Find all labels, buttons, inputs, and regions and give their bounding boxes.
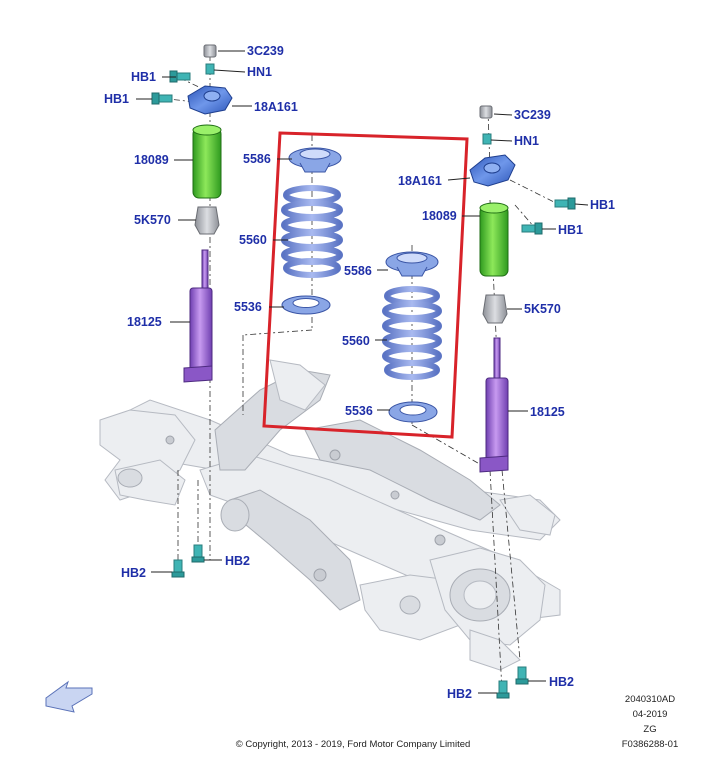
leader-lines [136, 50, 589, 694]
left-top-mount [187, 85, 233, 115]
right-strut-assembly [469, 105, 576, 473]
label-18089-right: 18089 [422, 209, 457, 223]
right-bolt-hb1-lower [521, 222, 543, 235]
highlight-box [262, 131, 469, 439]
reference-code: 2040310AD [625, 694, 675, 705]
rear-subframe [99, 359, 561, 671]
bolt-hb2-right-a [496, 680, 510, 699]
label-3c239-left: 3C239 [247, 44, 284, 58]
bolt-hb2-right-b [515, 666, 529, 685]
label-5586-a: 5586 [243, 152, 271, 166]
label-hb1-left-upper: HB1 [131, 70, 156, 84]
right-jounce-bumper [482, 294, 508, 324]
label-hb1-right-lower: HB1 [558, 223, 583, 237]
label-5536-b: 5536 [345, 404, 373, 418]
left-shock-absorber [183, 249, 213, 383]
label-hb2-right-b: HB2 [549, 675, 574, 689]
label-5560-b: 5560 [342, 334, 370, 348]
spring-lower-seat-a [281, 295, 331, 315]
label-hb2-right-a: HB2 [447, 687, 472, 701]
label-hn1-left: HN1 [247, 65, 272, 79]
label-18a161-right: 18A161 [398, 174, 442, 188]
left-bolt-hb1-lower [151, 92, 173, 105]
callout-labels: 3C239 HN1 HB1 HB1 18A161 18089 5K570 181… [104, 44, 615, 701]
label-5k570-right: 5K570 [524, 302, 561, 316]
left-washer-hn1 [205, 63, 215, 75]
reference-date: 04-2019 [633, 709, 668, 720]
right-bolt-hb1-upper [554, 197, 576, 210]
right-washer-hn1 [482, 133, 492, 145]
left-strut-assembly [151, 44, 233, 383]
spring-set-a [281, 147, 343, 315]
reference-figure: F0386288-01 [622, 739, 679, 750]
label-hb2-left-a: HB2 [121, 566, 146, 580]
label-hn1-right: HN1 [514, 134, 539, 148]
right-shock-absorber [479, 337, 509, 473]
label-5k570-left: 5K570 [134, 213, 171, 227]
label-3c239-right: 3C239 [514, 108, 551, 122]
left-jounce-bumper [194, 206, 220, 235]
reference-region: ZG [643, 724, 656, 735]
front-direction-arrow-icon [45, 680, 93, 713]
right-bump-stop-boot [479, 202, 509, 277]
copyright-notice: © Copyright, 2013 - 2019, Ford Motor Com… [236, 739, 471, 750]
spring-upper-seat-a [288, 147, 342, 173]
spring-set-b [382, 251, 442, 423]
left-top-nut [203, 44, 217, 58]
right-top-nut [479, 105, 493, 119]
label-hb2-left-b: HB2 [225, 554, 250, 568]
bolt-hb2-left-b [191, 544, 205, 563]
label-hb1-left-lower: HB1 [104, 92, 129, 106]
coil-spring-a [281, 185, 343, 278]
right-top-mount [469, 154, 516, 187]
spring-lower-seat-b [388, 401, 438, 423]
spring-upper-seat-b [385, 251, 439, 277]
label-18a161-left: 18A161 [254, 100, 298, 114]
label-18089-left: 18089 [134, 153, 169, 167]
bolt-hb2-left-a [171, 559, 185, 578]
label-18125-right: 18125 [530, 405, 565, 419]
left-bump-stop-boot [192, 124, 222, 199]
coil-spring-b [382, 286, 442, 380]
label-5560-a: 5560 [239, 233, 267, 247]
label-18125-left: 18125 [127, 315, 162, 329]
label-hb1-right-upper: HB1 [590, 198, 615, 212]
label-5586-b: 5586 [344, 264, 372, 278]
label-5536-a: 5536 [234, 300, 262, 314]
reference-block: 2040310AD 04-2019 ZG F0386288-01 [622, 694, 679, 750]
